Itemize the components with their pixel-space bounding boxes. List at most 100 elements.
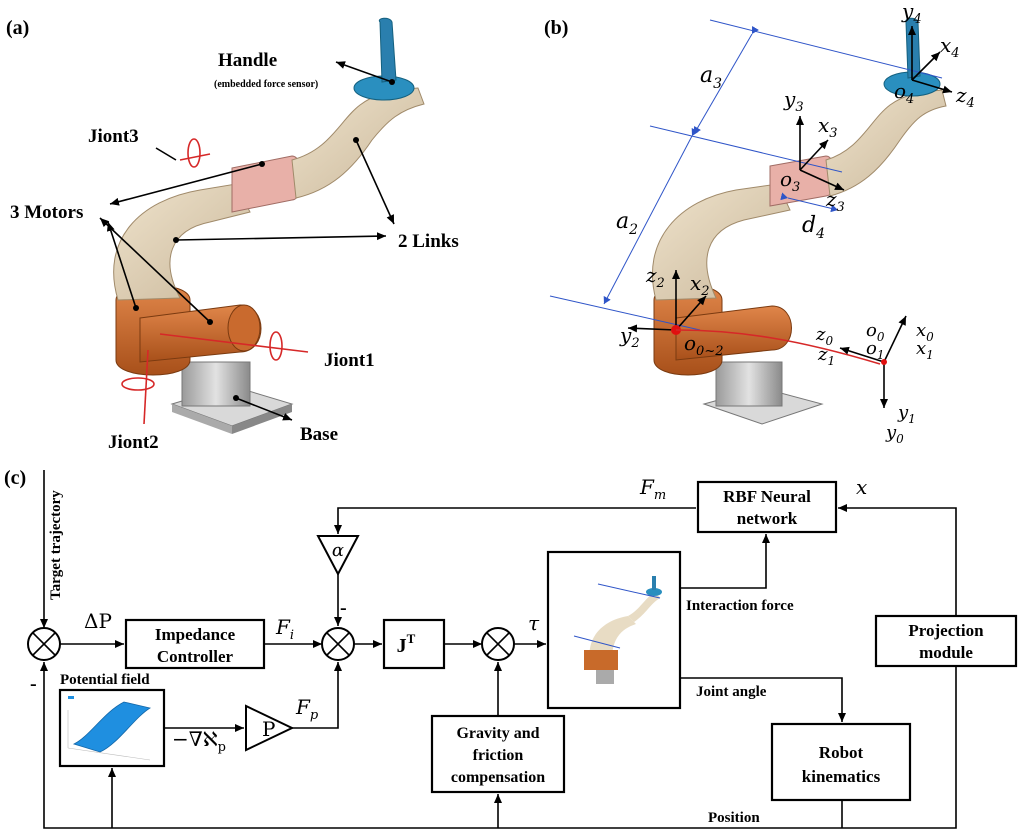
rbf-line1: RBF Neural — [723, 487, 811, 506]
dim-d4-label: d4 — [802, 213, 825, 242]
dimension-lines-b — [549, 19, 943, 331]
fp-arrow — [292, 662, 342, 729]
motors-pointer-2 — [106, 221, 137, 309]
axis-x4 — [911, 51, 941, 81]
base-column-b — [715, 361, 783, 407]
position-feedback-line — [40, 662, 957, 829]
position-label: Position — [708, 810, 760, 826]
position-to-rbf-line — [838, 504, 957, 640]
handle-note: (embedded force sensor) — [214, 79, 318, 90]
panel-a: (a) — [6, 17, 459, 453]
interaction-force-arrow — [680, 534, 770, 589]
frame-o0: o0 — [866, 320, 885, 344]
dim-bottom-line — [549, 295, 701, 331]
grad-label: −∇ℵp — [172, 727, 226, 755]
gravity-line2: friction — [473, 747, 524, 764]
p-gain-triangle — [245, 704, 295, 752]
minus-sign-2: - — [340, 597, 347, 619]
rbf-network-box — [696, 480, 838, 534]
frame-y4: y4 — [901, 0, 922, 27]
joint1-rotation — [269, 331, 283, 361]
frame-z2: z2 — [645, 263, 665, 291]
motor-dot-3 — [207, 319, 213, 325]
frame-x2: x2 — [690, 271, 710, 299]
axis-x2 — [675, 295, 707, 331]
minus-sign-1: - — [30, 673, 37, 695]
panel-b: (b) — [544, 0, 975, 446]
panel-c: (c) Target trajectory - ΔP Impedance Con… — [4, 467, 1018, 829]
impedance-controller-box — [124, 618, 266, 670]
axis-y2 — [627, 324, 677, 333]
projection-line1: Projection — [908, 621, 984, 640]
axis-z0 — [839, 346, 885, 363]
frame-z0: z0 — [815, 324, 833, 348]
robot-kinematics-box — [770, 722, 912, 802]
fp-label: Fp — [295, 695, 319, 723]
fi-label: Fi — [275, 615, 294, 643]
alpha-gain-triangle — [316, 535, 360, 577]
axis-z4 — [911, 79, 953, 94]
frame-arrows-b — [627, 26, 953, 408]
panel-label-a: (a) — [6, 17, 29, 39]
base-dot — [233, 395, 239, 401]
motors-label: 3 Motors — [10, 202, 83, 223]
joint1-axis — [159, 333, 309, 353]
gravity-line1: Gravity and — [456, 725, 539, 742]
dim-d4-arrow — [780, 192, 839, 213]
frame-o4: o4 — [894, 79, 914, 107]
frame-x3: x3 — [818, 113, 838, 141]
joint2-axis — [143, 349, 149, 425]
target-trajectory-label: Target trajectory — [48, 490, 64, 600]
frame-link-curve — [675, 329, 881, 365]
dim-a3-arrow — [693, 25, 759, 135]
joint2-rotation — [121, 377, 155, 391]
frame-o3: o3 — [780, 167, 800, 195]
sum-junction-3 — [481, 627, 515, 661]
panel-label-b: (b) — [544, 17, 568, 39]
joint2-label: Jiont2 — [108, 432, 159, 453]
handle-dot — [389, 79, 395, 85]
link-dot-2 — [353, 137, 359, 143]
joint3-label: Jiont3 — [88, 126, 139, 147]
delta-p-label: ΔP — [84, 609, 112, 633]
handle-label: Handle — [218, 50, 277, 71]
link-lower-b — [651, 183, 791, 301]
frame-x1: x1 — [916, 338, 934, 362]
panel-label-c: (c) — [4, 467, 26, 489]
joint3-rotation — [187, 138, 201, 168]
kinematics-line1: Robot — [819, 743, 864, 762]
potential-field-label: Potential field — [60, 672, 150, 688]
base-pointer — [235, 397, 293, 421]
impedance-line2: Controller — [157, 647, 234, 666]
frame-o02: o0~2 — [684, 331, 723, 359]
robot-plant-thumbnail — [573, 576, 662, 684]
tau-label: τ — [528, 611, 540, 635]
gravity-friction-box — [430, 714, 566, 794]
link-dot-1 — [173, 237, 179, 243]
axis-x0 — [883, 315, 907, 363]
frame-o1: o1 — [866, 338, 884, 362]
joint-rotation-marks-a — [121, 138, 309, 425]
frame-y2: y2 — [619, 323, 640, 351]
sum-junction-2 — [321, 627, 355, 661]
origin-dot-o01 — [881, 359, 887, 365]
alpha-label: α — [332, 540, 344, 561]
jt-label: JT — [397, 631, 416, 657]
motor-dot-1 — [259, 161, 265, 167]
handle-pointer — [335, 61, 393, 83]
frame-z3: z3 — [825, 187, 845, 215]
gravity-line3: compensation — [451, 769, 545, 786]
frame-x0: x0 — [916, 320, 934, 344]
frame-z4: z4 — [955, 83, 975, 111]
dim-a3-label: a3 — [700, 63, 722, 92]
dim-a2-label: a2 — [616, 209, 638, 238]
rbf-line2: network — [737, 509, 798, 528]
frame-y0: y0 — [885, 422, 904, 446]
handle-grip — [378, 17, 397, 83]
impedance-line1: Impedance — [155, 625, 236, 644]
dim-a2-arrow — [603, 127, 699, 305]
annotations-a: Handle (embedded force sensor) Jiont3 3 … — [10, 50, 459, 453]
motor-joint1-cap — [227, 304, 261, 352]
fm-label: Fm — [639, 475, 666, 503]
